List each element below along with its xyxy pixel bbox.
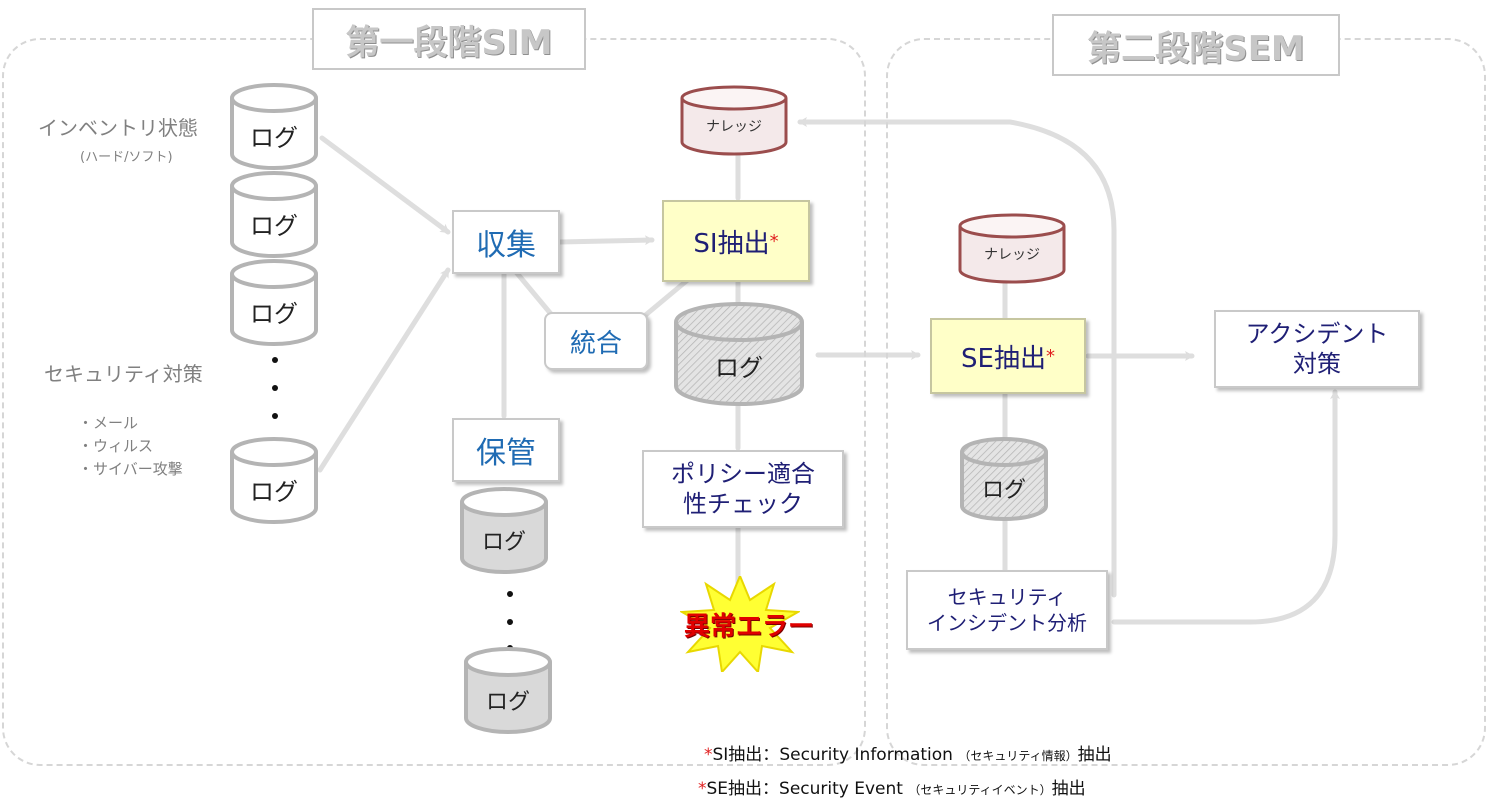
stage1-title: 第一段階SIM (312, 8, 586, 70)
store-log-cylinder-2: ログ (462, 646, 554, 736)
inventory-sub-label: (ハード/ソフト) (80, 150, 173, 165)
accident-countermeasure-box: アクシデント 対策 (1214, 310, 1420, 388)
footnote-si: *SI抽出：Security Information （セキュリティ情報）抽出 (704, 745, 1112, 765)
arrow-log4-to-collect (317, 267, 451, 473)
ellipsis-dot (272, 413, 278, 419)
footnote-se: *SE抽出：Security Event （セキュリティイベント）抽出 (698, 779, 1086, 799)
log-cylinder-central: ログ (672, 300, 806, 408)
security-item-mail: ・メール (78, 414, 139, 432)
inventory-label: インベントリ状態 (38, 116, 198, 140)
security-item-cyber-attack: ・サイバー攻撃 (78, 460, 183, 478)
ellipsis-dot (507, 619, 513, 625)
store-box: 保管 (452, 418, 560, 482)
ellipsis-dot (272, 385, 278, 391)
collect-box: 収集 (452, 210, 560, 274)
security-measures-label: セキュリティ対策 (44, 362, 203, 386)
policy-check-box: ポリシー適合 性チェック (642, 450, 844, 528)
arrow-incident-to-knowledge (797, 117, 1117, 598)
incident-analysis-box: セキュリティ インシデント分析 (906, 570, 1108, 650)
ellipsis-dot (507, 591, 513, 597)
log-cylinder-1: ログ (228, 82, 320, 172)
error-label: 異常エラー (684, 612, 815, 642)
arrow-collect-to-si (557, 235, 655, 246)
log-cylinder-2: ログ (228, 170, 320, 260)
arrow-log1-to-collect (319, 135, 451, 235)
security-item-virus: ・ウィルス (78, 437, 154, 455)
knowledge-cylinder-2: ナレッジ (956, 212, 1068, 286)
stage2-panel (886, 38, 1486, 766)
si-extract-box: SI抽出* (662, 200, 810, 282)
log-cylinder-3: ログ (228, 258, 320, 348)
se-extract-box: SE抽出* (930, 318, 1086, 394)
line-si-to-integrate (639, 275, 693, 321)
error-burst-icon (680, 576, 800, 672)
ellipsis-dot (272, 357, 278, 363)
knowledge-cylinder-1: ナレッジ (678, 84, 790, 158)
store-log-cylinder-1: ログ (458, 486, 550, 576)
integrate-box: 統合 (544, 312, 648, 370)
log-cylinder-4: ログ (228, 436, 320, 526)
stage2-title: 第二段階SEM (1052, 14, 1340, 76)
arrow-incident-to-accident (1111, 389, 1340, 625)
log-cylinder-stage2: ログ (958, 436, 1050, 524)
